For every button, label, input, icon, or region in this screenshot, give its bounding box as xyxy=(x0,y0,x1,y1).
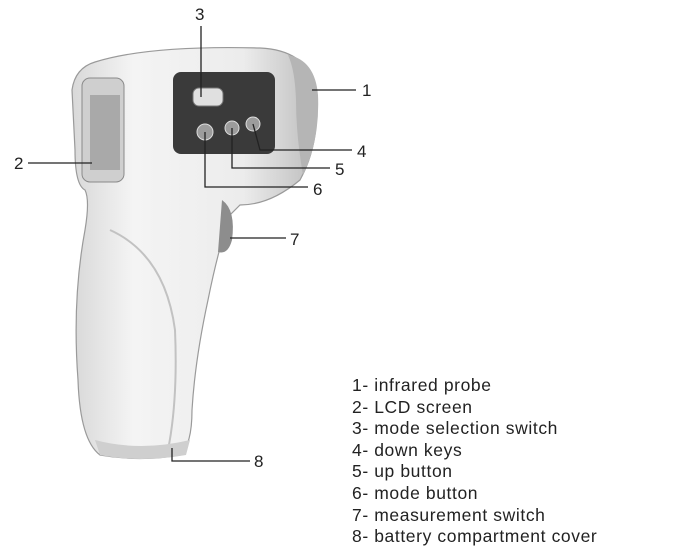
callout-8: 8 xyxy=(254,452,264,471)
legend-item: 6- mode button xyxy=(352,482,479,503)
legend-item: 1- infrared probe xyxy=(352,375,492,395)
battery-compartment-cover xyxy=(95,440,190,459)
legend-item: 3- mode selection switch xyxy=(352,418,559,439)
leader-lines xyxy=(28,26,356,462)
callout-5: 5 xyxy=(335,160,345,179)
callout-3: 3 xyxy=(195,5,205,24)
measurement-switch xyxy=(218,200,233,253)
control-panel xyxy=(173,72,275,154)
callout-4: 4 xyxy=(357,142,367,161)
mode-selection-switch xyxy=(192,87,224,107)
parts-legend: 1- infrared probe 2- LCD screen 3- mode … xyxy=(352,375,597,548)
legend-item: 7- measurement switch xyxy=(352,504,546,525)
legend-item: 2- LCD screen xyxy=(352,396,473,417)
callout-1: 1 xyxy=(362,81,372,100)
legend-item: 4- down keys xyxy=(352,439,463,460)
legend-item: 5- up button xyxy=(352,461,453,482)
callout-2: 2 xyxy=(14,154,24,173)
infrared-probe xyxy=(288,55,319,175)
callout-6: 6 xyxy=(313,180,323,199)
legend-item: 8- battery compartment cover xyxy=(352,526,598,547)
callout-7: 7 xyxy=(290,230,300,249)
